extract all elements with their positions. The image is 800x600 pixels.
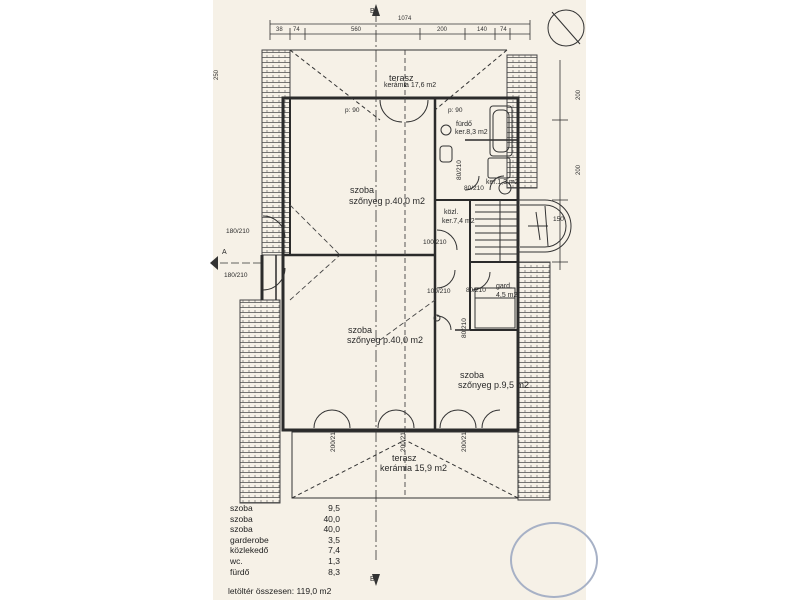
section-markers	[210, 4, 380, 586]
door-label: 80/210	[466, 287, 486, 294]
roof-tiles	[239, 49, 551, 504]
door-label: 80/210	[456, 160, 463, 180]
room-floor-lower-room: szőnyeg p.40,0 m2	[347, 335, 424, 345]
area-value: 1,3	[328, 555, 340, 566]
area-name: fürdő	[230, 566, 250, 577]
area-name: közlekedő	[230, 545, 269, 556]
door-label: 100/210	[423, 239, 447, 246]
door-label: 180/210	[226, 228, 250, 235]
room-floor-upper-room: szőnyeg p.40,0 m2	[349, 196, 426, 206]
staircase	[474, 199, 572, 329]
area-row: szoba 9,5	[230, 503, 340, 514]
parapet-label: p: 90	[345, 107, 360, 114]
door-label: 100/210	[427, 288, 451, 295]
section-marker-a: A	[222, 249, 227, 256]
area-value: 40,0	[323, 513, 340, 524]
area-value: 8,3	[328, 566, 340, 577]
stamp-seal	[510, 522, 598, 598]
room-label-lower-room: szoba	[348, 325, 373, 335]
door-label: 180/210	[224, 272, 248, 279]
area-value: 3,5	[328, 534, 340, 545]
area-name: wc.	[230, 555, 243, 566]
dimension-label: 1074	[398, 16, 412, 22]
area-value: 40,0	[323, 524, 340, 535]
area-value: 9,5	[328, 503, 340, 513]
door-label: 80/210	[461, 318, 468, 338]
room-floor-wardrobe: 4,5 m2	[496, 292, 518, 299]
dimension-label: 200	[576, 89, 582, 100]
dimension-label: 74	[293, 27, 300, 33]
dimension-label: 38	[276, 27, 283, 33]
area-row: wc. 1,3	[230, 556, 340, 567]
area-row: közlekedő 7,4	[230, 545, 340, 556]
room-label-corridor: közl.	[444, 209, 459, 216]
area-name: garderobe	[230, 534, 269, 545]
ridge-lines	[289, 50, 436, 498]
area-value: 7,4	[328, 545, 340, 556]
parapet-label: p: 90	[448, 107, 463, 114]
door-label: 200/210	[400, 428, 407, 453]
room-floor-bottom-terrace: kerámia 15,9 m2	[380, 463, 448, 473]
area-name: szoba	[230, 524, 253, 535]
dimension-label: 200	[576, 164, 582, 175]
door-label: 200/210	[330, 428, 337, 453]
area-row: szoba 40,0	[230, 514, 340, 525]
door-swings	[262, 99, 505, 429]
dimension-label: 140	[477, 27, 488, 33]
room-floor-corridor: ker.7,4 m2	[442, 218, 475, 225]
room-label-bottom-terrace: terasz	[392, 453, 417, 463]
door-label: 200/210	[461, 428, 468, 453]
area-name: szoba	[230, 513, 253, 524]
section-marker-b-bottom: B	[370, 576, 375, 583]
dimension-label: 200	[437, 27, 448, 33]
top-terrace	[289, 49, 508, 121]
area-name: szoba	[230, 503, 253, 513]
bottom-terrace	[291, 431, 519, 499]
room-floor-top-terrace: kerámia 17,6 m2	[384, 82, 437, 89]
room-floor-small-room: szőnyeg p.9,5 m2	[458, 380, 530, 390]
north-arrow-icon	[547, 9, 585, 47]
bathroom-fixtures	[433, 105, 513, 322]
area-row: szoba 40,0	[230, 524, 340, 535]
dimension-label: 250	[214, 69, 220, 80]
dimension-label: 560	[351, 27, 362, 33]
door-label: 150	[553, 216, 564, 223]
dimension-label: 74	[500, 27, 507, 33]
room-label-upper-room: szoba	[350, 185, 375, 195]
area-total: letöltér összesen: 119,0 m2	[228, 586, 332, 596]
section-marker-b: B	[370, 8, 375, 15]
area-row: fürdő 8,3	[230, 567, 340, 578]
room-label-wardrobe: gard.	[496, 283, 512, 290]
room-floor-wc: ker.1,3 m2	[486, 179, 519, 186]
walls	[260, 96, 520, 432]
room-label-top-terrace: terasz	[389, 73, 414, 83]
room-label-small-room: szoba	[460, 370, 485, 380]
room-floor-bathroom: ker.8,3 m2	[455, 129, 488, 136]
area-table: szoba 9,5 szoba 40,0 szoba 40,0 garderobe 3,…	[230, 503, 340, 577]
area-row: garderobe 3,5	[230, 535, 340, 546]
door-label: 80/210	[464, 185, 484, 192]
dimension-lines	[220, 10, 568, 560]
room-label-bathroom: fürdő	[456, 121, 472, 128]
